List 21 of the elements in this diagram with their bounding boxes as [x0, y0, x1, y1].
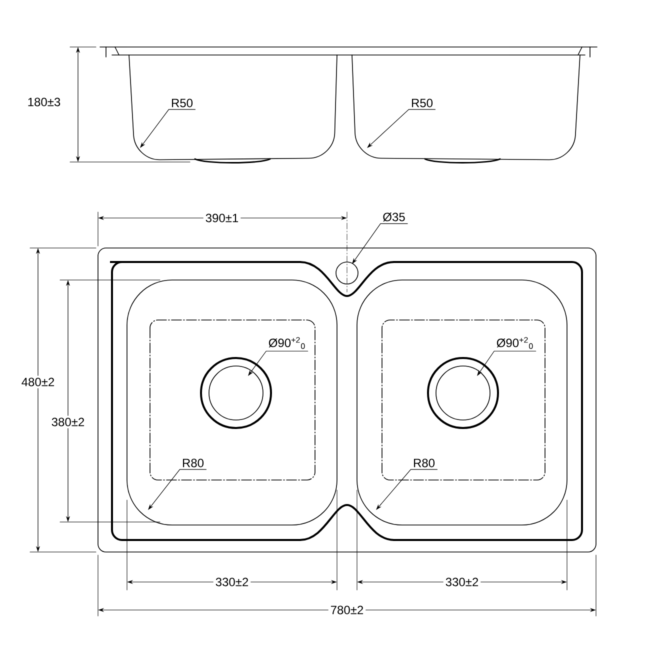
dimension-text: 390±1 [203, 212, 241, 224]
dimension-text: 480±2 [19, 376, 57, 388]
dimension-text: 330±2 [213, 576, 251, 588]
callout-text: Ø90$^{+2}$0 [266, 335, 308, 351]
callout-text: R50 [169, 96, 195, 110]
leader-line [352, 223, 408, 264]
leader-line [248, 350, 308, 376]
leader-line [376, 469, 438, 510]
leader-line [367, 109, 436, 148]
callout-text: Ø35 [380, 210, 408, 224]
callout-text: Ø90$^{+2}$0 [494, 335, 536, 351]
dimension-text: 180±3 [28, 98, 60, 106]
leader-line [140, 109, 196, 148]
callout-text: R80 [411, 456, 437, 470]
callout-text: R80 [180, 456, 206, 470]
leader-line [148, 469, 207, 510]
dimension-text: 330±2 [443, 576, 481, 588]
dimension-text: 780±2 [328, 604, 366, 616]
callout-text: R50 [409, 96, 435, 110]
dimension-text: 380±2 [49, 416, 87, 428]
leader-line [477, 350, 536, 376]
